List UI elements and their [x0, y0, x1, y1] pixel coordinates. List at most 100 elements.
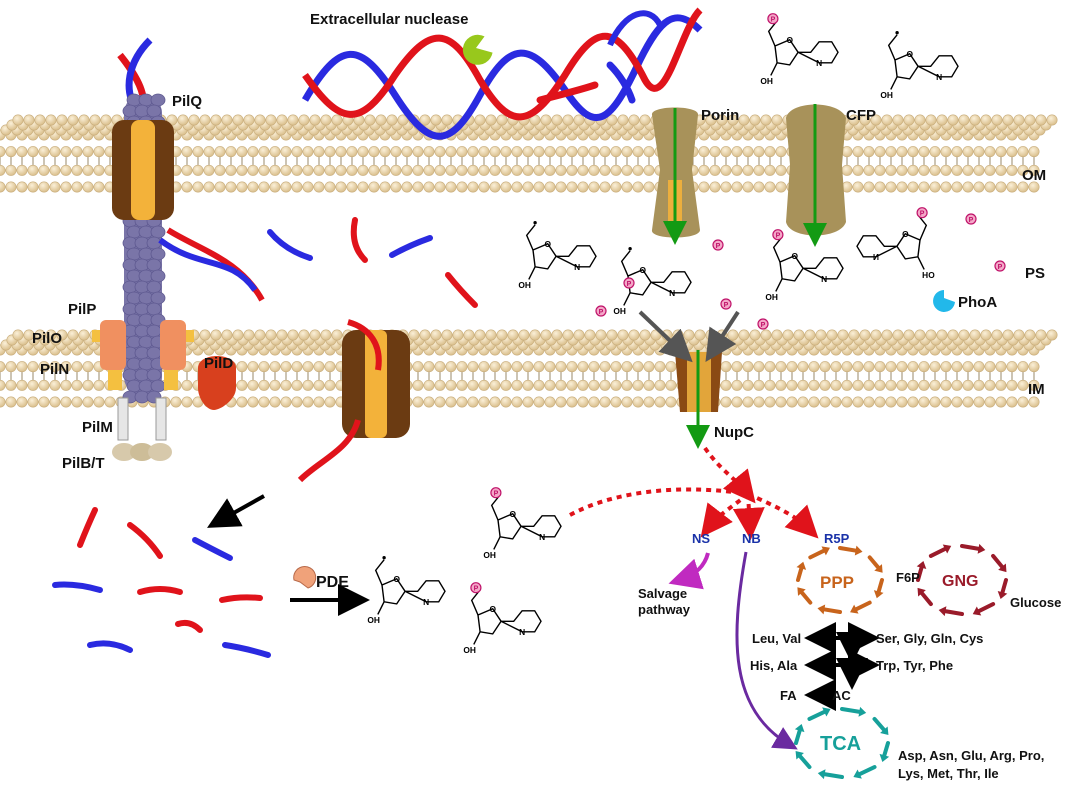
cfp-label: CFP — [846, 107, 876, 124]
svg-text:N: N — [821, 274, 827, 284]
svg-text:O: O — [786, 35, 793, 45]
nb-label: NB — [742, 531, 761, 546]
nupc-transporter — [638, 310, 740, 449]
svg-text:N: N — [519, 627, 525, 637]
svg-text:OH: OH — [613, 306, 626, 316]
piln-label: PilN — [40, 361, 69, 378]
porin-label: Porin — [701, 107, 739, 124]
svg-text:N: N — [574, 262, 580, 272]
svg-text:O: O — [489, 604, 496, 614]
leu-val-label: Leu, Val — [752, 631, 801, 646]
pilp-protein — [100, 320, 126, 370]
svg-text:OH: OH — [922, 270, 935, 280]
ac-label: AC — [832, 688, 851, 703]
svg-text:O: O — [902, 229, 909, 239]
svg-text:O: O — [639, 265, 646, 275]
om-label: OM — [1022, 167, 1046, 184]
svg-text:O: O — [906, 49, 913, 59]
f6p-label: F6P — [896, 570, 920, 585]
nucleoside-catabolism-arrows — [569, 446, 819, 540]
phoa-label: PhoA — [958, 294, 997, 311]
pilbt-atpase — [112, 443, 172, 461]
svg-text:P: P — [776, 233, 781, 240]
his-ala-label: His, Ala — [750, 658, 798, 673]
svg-text:P: P — [920, 211, 925, 218]
gng-label: GNG — [942, 573, 978, 590]
pilo-label: PilO — [32, 330, 62, 347]
pilq-label: PilQ — [172, 93, 202, 110]
type-iv-pilus — [92, 37, 265, 461]
svg-text:P: P — [969, 217, 974, 224]
svg-text:OH: OH — [760, 76, 773, 86]
ns-label: NS — [692, 531, 710, 546]
svg-text:P: P — [494, 491, 499, 498]
porin-channel — [651, 107, 700, 245]
ser-gly-label: Ser, Gly, Gln, Cys — [876, 631, 983, 646]
svg-text:P: P — [724, 302, 729, 309]
ps-label: PS — [1025, 265, 1045, 282]
phoa-pacman-icon — [933, 290, 955, 312]
extracellular-dna-helix — [301, 7, 703, 140]
glucose-label: Glucose — [1010, 595, 1061, 610]
nuclease-label: Extracellular nuclease — [310, 11, 468, 28]
nuclease-pacman-icon — [462, 34, 493, 65]
svg-text:P: P — [627, 281, 632, 288]
cytoplasmic-dna-fragments — [52, 507, 271, 658]
svg-text:P: P — [771, 17, 776, 24]
svg-text:P: P — [599, 309, 604, 316]
pilp-label: PilP — [68, 301, 96, 318]
svg-text:O: O — [393, 574, 400, 584]
svg-text:P: P — [716, 243, 721, 250]
svg-text:N: N — [873, 252, 879, 262]
pild-protein — [198, 356, 236, 410]
periplasmic-dna-fragments — [267, 217, 478, 308]
pilm-protein — [117, 397, 167, 441]
amino-acid-branches — [804, 622, 880, 711]
svg-text:OH: OH — [765, 292, 778, 302]
svg-text:P: P — [998, 264, 1003, 271]
nb-to-tca-arrow — [735, 551, 798, 750]
degradation-arrow — [207, 494, 265, 528]
tca-cycle — [794, 706, 890, 780]
svg-text:N: N — [936, 72, 942, 82]
r5p-label: R5P — [824, 531, 850, 546]
pild-label: PilD — [204, 355, 233, 372]
ppp-label: PPP — [820, 573, 854, 592]
svg-text:P: P — [474, 586, 479, 593]
svg-text:O: O — [509, 509, 516, 519]
pde-enzyme-icon — [293, 566, 317, 589]
pilm-label: PilM — [82, 419, 113, 436]
salvage-label-2: pathway — [638, 602, 691, 617]
svg-text:OH: OH — [463, 645, 476, 655]
cfp-channel — [786, 104, 846, 247]
im-label: IM — [1028, 381, 1045, 398]
svg-text:N: N — [669, 288, 675, 298]
phosphate-dots: P P P P P P P — [595, 213, 1006, 330]
nupc-label: NupC — [714, 424, 754, 441]
svg-text:OH: OH — [518, 280, 531, 290]
svg-text:N: N — [816, 58, 822, 68]
tca-label: TCA — [820, 733, 861, 755]
fa-label: FA — [780, 688, 797, 703]
svg-text:P: P — [761, 322, 766, 329]
pde-label: PDE — [316, 574, 349, 591]
svg-text:OH: OH — [483, 550, 496, 560]
svg-text:OH: OH — [880, 90, 893, 100]
amino-acids-line-1: Asp, Asn, Glu, Arg, Pro, — [898, 748, 1044, 763]
amino-acids-line-2: Lys, Met, Thr, Ile — [898, 766, 999, 781]
svg-text:N: N — [539, 532, 545, 542]
pilbt-label: PilB/T — [62, 455, 105, 472]
svg-text:O: O — [791, 251, 798, 261]
ppp-cycle — [796, 545, 884, 615]
gng-cycle — [916, 543, 1008, 617]
svg-text:N: N — [423, 597, 429, 607]
salvage-label-1: Salvage — [638, 586, 687, 601]
salvage-arrow — [668, 552, 710, 590]
svg-text:OH: OH — [367, 615, 380, 625]
im-dna-transporter — [297, 319, 410, 483]
svg-text:O: O — [544, 239, 551, 249]
trp-tyr-label: Trp, Tyr, Phe — [876, 658, 953, 673]
